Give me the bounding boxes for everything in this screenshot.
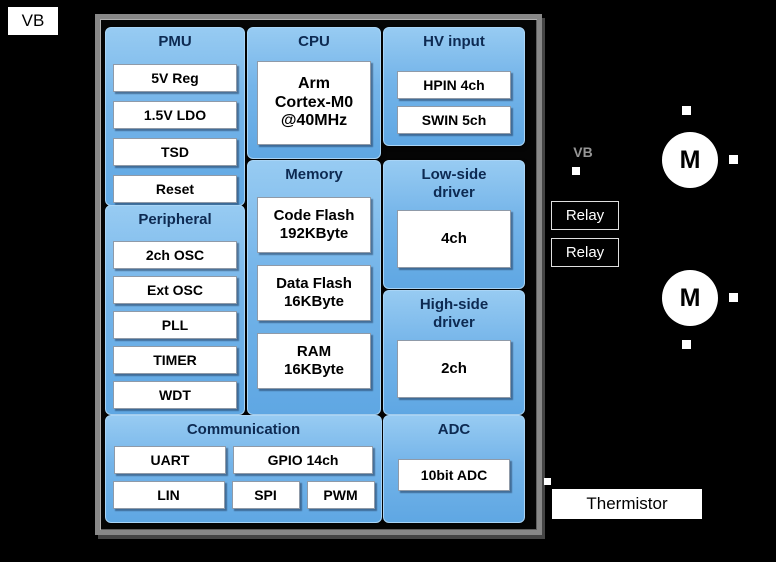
cpu-title: CPU: [298, 33, 330, 50]
block-memory: Memory Code Flash 192KByte Data Flash 16…: [247, 160, 381, 415]
comm-item-spi: SPI: [231, 481, 300, 509]
block-hv-input: HV input HPIN 4ch SWIN 5ch: [383, 27, 525, 146]
hv-input-title: HV input: [423, 33, 485, 50]
block-low-side-driver: Low-side driver 4ch: [383, 160, 525, 289]
pmu-title: PMU: [158, 33, 192, 50]
comm-item-lin: LIN: [112, 481, 225, 509]
memory-title: Memory: [285, 166, 343, 183]
thermistor-connector-dot: [544, 478, 551, 485]
motor1-right-terminal-dot: [729, 155, 738, 164]
vb-net-label: VB: [573, 144, 593, 160]
peripheral-item-wdt: WDT: [113, 381, 237, 409]
memory-item-ram: RAM 16KByte: [257, 333, 371, 389]
communication-row-2: LIN SPI PWM: [112, 481, 375, 509]
motor-symbol-bottom: M: [662, 270, 718, 326]
block-communication: Communication UART GPIO 14ch LIN SPI PWM: [105, 415, 382, 523]
comm-item-gpio-14ch: GPIO 14ch: [233, 446, 373, 474]
relay-box-top: Relay: [551, 201, 619, 230]
low-side-driver-4ch-box: 4ch: [397, 210, 511, 268]
communication-row-1: UART GPIO 14ch: [114, 446, 373, 474]
thermistor-label: Thermistor: [552, 489, 702, 519]
pmu-item-tsd: TSD: [113, 138, 237, 166]
comm-item-pwm: PWM: [306, 481, 375, 509]
communication-title: Communication: [186, 421, 301, 438]
memory-item-data-flash: Data Flash 16KByte: [257, 265, 371, 321]
block-cpu: CPU Arm Cortex-M0 @40MHz: [247, 27, 381, 159]
adc-item-10bit-adc: 10bit ADC: [398, 459, 510, 491]
block-high-side-driver: High-side driver 2ch: [383, 290, 525, 415]
adc-title: ADC: [437, 421, 471, 438]
peripheral-title: Peripheral: [138, 211, 212, 228]
peripheral-item-timer: TIMER: [113, 346, 237, 374]
motor2-right-terminal-dot: [729, 293, 738, 302]
high-side-driver-title: High-side driver: [419, 296, 489, 331]
pmu-item-reset: Reset: [113, 175, 237, 203]
comm-item-uart: UART: [114, 446, 226, 474]
block-pmu: PMU 5V Reg 1.5V LDO TSD Reset: [105, 27, 245, 206]
peripheral-item-ext-osc: Ext OSC: [113, 276, 237, 304]
block-adc: ADC 10bit ADC: [383, 415, 525, 523]
peripheral-item-2ch-osc: 2ch OSC: [113, 241, 237, 269]
cpu-core-box: Arm Cortex-M0 @40MHz: [257, 61, 371, 145]
block-peripheral: Peripheral 2ch OSC Ext OSC PLL TIMER WDT: [105, 205, 245, 415]
peripheral-item-pll: PLL: [113, 311, 237, 339]
mcu-chip: PMU 5V Reg 1.5V LDO TSD Reset CPU Arm Co…: [95, 14, 542, 535]
high-side-driver-2ch-box: 2ch: [397, 340, 511, 398]
pmu-item-5v-reg: 5V Reg: [113, 64, 237, 92]
vb-connector-dot: [572, 167, 580, 175]
pmu-item-1p5v-ldo: 1.5V LDO: [113, 101, 237, 129]
vb-source-label: VB: [8, 7, 58, 35]
motor-symbol-top: M: [662, 132, 718, 188]
low-side-driver-title: Low-side driver: [421, 166, 487, 201]
motor1-top-terminal-dot: [682, 106, 691, 115]
memory-item-code-flash: Code Flash 192KByte: [257, 197, 371, 253]
relay-box-bottom: Relay: [551, 238, 619, 267]
motor2-bottom-terminal-dot: [682, 340, 691, 349]
hv-item-hpin-4ch: HPIN 4ch: [397, 71, 511, 99]
hv-item-swin-5ch: SWIN 5ch: [397, 106, 511, 134]
